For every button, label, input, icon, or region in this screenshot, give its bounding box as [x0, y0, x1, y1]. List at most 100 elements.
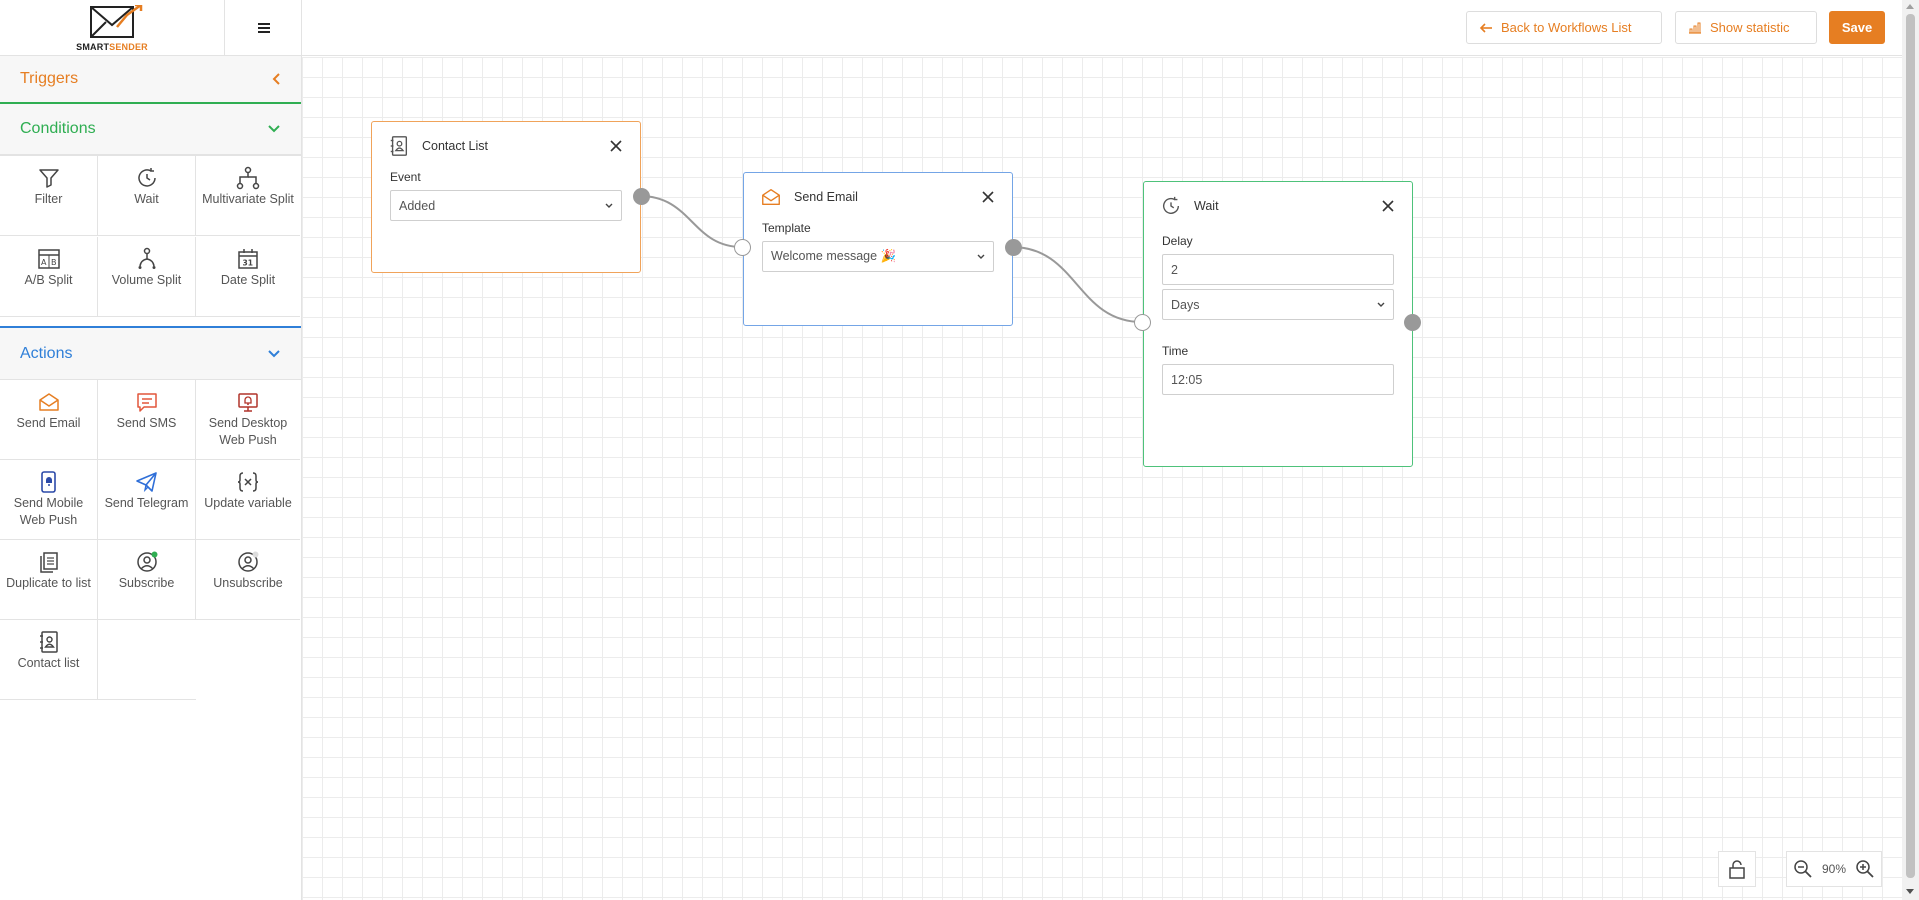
wait-input-port[interactable]: [1134, 314, 1151, 331]
lock-canvas-button[interactable]: [1718, 851, 1756, 887]
condition-wait-label: Wait: [134, 192, 159, 206]
template-label: Template: [762, 221, 811, 235]
template-select[interactable]: Welcome message 🎉: [762, 241, 994, 272]
show-statistic-label: Show statistic: [1710, 20, 1790, 35]
unlock-icon: [1729, 860, 1745, 879]
logo-text: SMARTSENDER: [76, 42, 148, 52]
delay-unit-select[interactable]: Days: [1162, 289, 1394, 320]
zoom-out-icon[interactable]: [1793, 859, 1813, 879]
workflow-canvas[interactable]: Contact List Event Added Send Email: [302, 57, 1902, 900]
duplicate-icon: [39, 552, 58, 573]
action-send-mobile-web-push-label: Send Mobile Web Push: [13, 496, 84, 527]
zoom-level: 90%: [1821, 862, 1847, 876]
page-scrollbar[interactable]: [1902, 0, 1919, 900]
action-update-variable[interactable]: Update variable: [196, 460, 300, 540]
condition-filter[interactable]: Filter: [0, 156, 98, 236]
svg-text:B: B: [51, 258, 57, 267]
chevron-down-icon: [977, 254, 985, 259]
action-send-email-label: Send Email: [16, 416, 81, 430]
envelope-icon: [762, 188, 780, 206]
delay-label: Delay: [1162, 234, 1193, 248]
time-input[interactable]: 12:05: [1162, 364, 1394, 395]
hamburger-icon: [257, 23, 270, 33]
scroll-down-arrow[interactable]: [1906, 889, 1914, 894]
logo-text-sender: SENDER: [109, 41, 148, 52]
send-email-node-title: Send Email: [794, 190, 858, 204]
show-statistic-button[interactable]: Show statistic: [1675, 11, 1817, 44]
unsubscribe-icon: [238, 551, 259, 572]
subscribe-icon: [136, 551, 157, 572]
event-label: Event: [390, 170, 421, 184]
save-button[interactable]: Save: [1829, 11, 1885, 44]
section-spacer: [0, 318, 301, 326]
send-email-node[interactable]: Send Email Template Welcome message 🎉: [743, 172, 1013, 326]
contact-list-node[interactable]: Contact List Event Added: [371, 121, 641, 273]
sidebar: Triggers Conditions Filter Wait: [0, 56, 302, 900]
action-send-sms[interactable]: Send SMS: [98, 380, 196, 460]
condition-volume-split[interactable]: Volume Split: [98, 237, 196, 317]
back-to-workflows-button[interactable]: Back to Workflows List: [1466, 11, 1662, 44]
back-to-workflows-label: Back to Workflows List: [1501, 20, 1632, 35]
action-send-mobile-web-push[interactable]: Send Mobile Web Push: [0, 460, 98, 540]
action-send-telegram[interactable]: Send Telegram: [98, 460, 196, 540]
action-unsubscribe[interactable]: Unsubscribe: [196, 540, 300, 620]
mobile-push-icon: [40, 471, 56, 493]
bar-chart-icon: [1689, 22, 1701, 34]
contact-book-icon: [390, 136, 408, 156]
connector-lines: [639, 195, 1143, 323]
triggers-section-label: Triggers: [20, 70, 79, 87]
clock-icon: [137, 168, 156, 187]
condition-date-split-label: Date Split: [220, 273, 276, 287]
scroll-thumb[interactable]: [1906, 14, 1915, 878]
chevron-down-icon: [1377, 302, 1385, 307]
condition-wait[interactable]: Wait: [98, 156, 196, 236]
wait-node-header: Wait: [1144, 182, 1412, 230]
close-icon[interactable]: [608, 138, 624, 154]
actions-section-header[interactable]: Actions: [0, 326, 301, 380]
envelope-icon: [38, 393, 59, 411]
logo[interactable]: SMARTSENDER: [0, 0, 225, 56]
conditions-section-label: Conditions: [20, 120, 96, 137]
condition-ab-split[interactable]: A B A/B Split: [0, 237, 98, 317]
chevron-down-icon: [605, 203, 613, 208]
send-email-input-port[interactable]: [734, 239, 751, 256]
zoom-in-icon[interactable]: [1855, 859, 1875, 879]
variable-icon: [237, 472, 259, 492]
event-select-value: Added: [399, 198, 436, 213]
action-unsubscribe-label: Unsubscribe: [213, 576, 283, 590]
clock-icon: [1162, 196, 1180, 214]
close-icon[interactable]: [980, 189, 996, 205]
wait-node[interactable]: Wait Delay 2 Days Time 12:05: [1143, 181, 1413, 467]
condition-date-split[interactable]: 31 Date Split: [196, 237, 300, 317]
action-send-email[interactable]: Send Email: [0, 380, 98, 460]
action-send-sms-label: Send SMS: [116, 416, 177, 430]
calendar-icon: 31: [238, 249, 258, 269]
action-update-variable-label: Update variable: [204, 496, 292, 510]
menu-toggle-button[interactable]: [226, 0, 302, 56]
telegram-icon: [135, 472, 157, 493]
chevron-left-icon: [272, 73, 280, 85]
wait-output-port[interactable]: [1404, 314, 1421, 331]
condition-ab-split-label: A/B Split: [24, 273, 73, 287]
contact-list-node-title: Contact List: [422, 139, 489, 153]
action-contact-list[interactable]: Contact list: [0, 620, 98, 700]
condition-multivariate-split[interactable]: Multivariate Split: [196, 156, 300, 236]
delay-input[interactable]: 2: [1162, 254, 1394, 285]
condition-multivariate-split-label: Multivariate Split: [202, 192, 294, 206]
action-send-desktop-web-push-label: Send Desktop Web Push: [208, 416, 288, 447]
contact-list-output-port[interactable]: [633, 188, 650, 205]
condition-volume-split-label: Volume Split: [111, 273, 182, 287]
time-label: Time: [1162, 344, 1189, 358]
send-email-output-port[interactable]: [1005, 239, 1022, 256]
contact-book-icon: [39, 631, 58, 653]
scroll-up-arrow[interactable]: [1906, 4, 1914, 9]
action-duplicate-to-list-label: Duplicate to list: [6, 576, 91, 590]
action-send-desktop-web-push[interactable]: Send Desktop Web Push: [196, 380, 300, 460]
wait-node-title: Wait: [1194, 199, 1219, 213]
action-duplicate-to-list[interactable]: Duplicate to list: [0, 540, 98, 620]
close-icon[interactable]: [1380, 198, 1396, 214]
conditions-section-header[interactable]: Conditions: [0, 104, 301, 156]
triggers-section-header[interactable]: Triggers: [0, 56, 301, 104]
action-subscribe[interactable]: Subscribe: [98, 540, 196, 620]
event-select[interactable]: Added: [390, 190, 622, 221]
